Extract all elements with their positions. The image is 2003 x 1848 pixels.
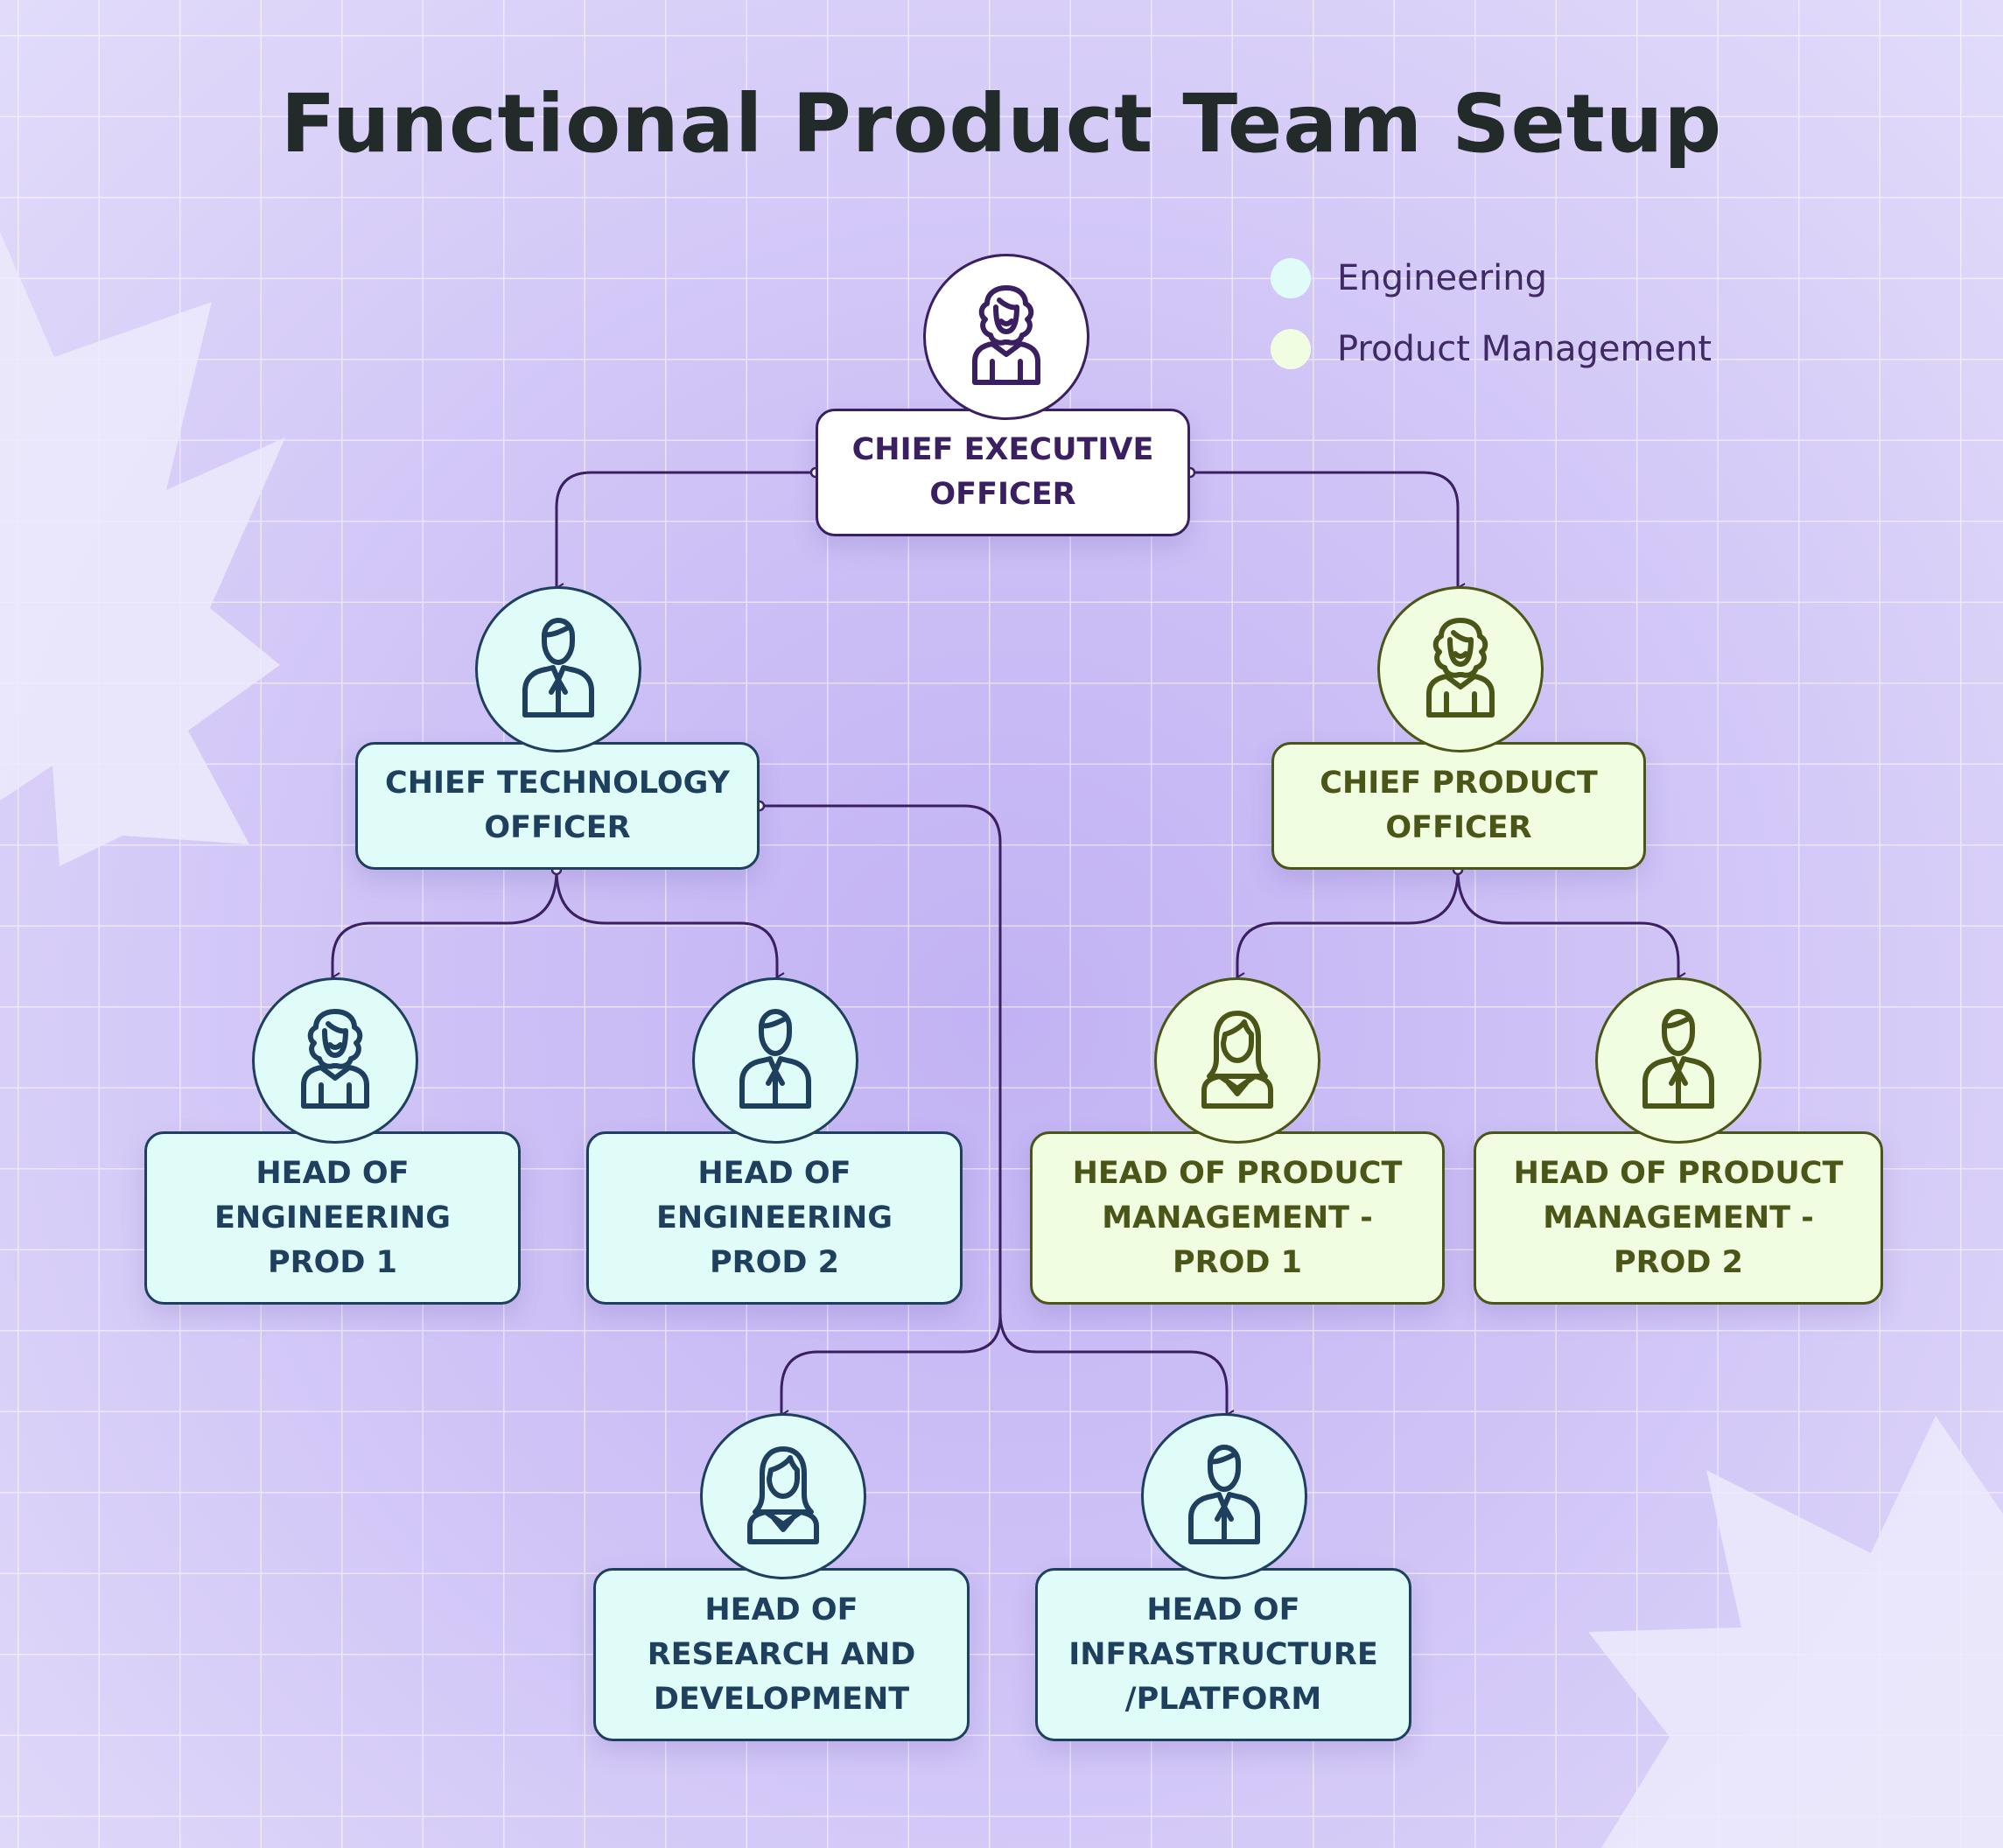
node-label-line: DEVELOPMENT [653,1681,910,1717]
node-ceo: CHIEF EXECUTIVE OFFICER [816,409,1190,536]
node-label: HEAD OF PRODUCT MANAGEMENT - PROD 1 [1073,1152,1403,1285]
legend-dot-product-management [1271,329,1311,369]
legend-dot-engineering [1271,258,1311,298]
connector-cpo-hopm1 [1237,869,1460,977]
man-icon [1188,1445,1260,1544]
node-hoe2: HEAD OF ENGINEERING PROD 2 [586,1131,963,1305]
connector-ceo-cpo [1190,471,1458,588]
connector-layer [333,466,1678,1415]
connector-cto-hoe1 [333,869,558,977]
node-hord: HEAD OF RESEARCH AND DEVELOPMENT [593,1568,970,1741]
node-label-line: ENGINEERING [655,1200,893,1236]
node-label-line: /PLATFORM [1124,1681,1322,1717]
node-label: HEAD OF PRODUCT MANAGEMENT - PROD 2 [1514,1152,1844,1285]
man-icon [1642,1009,1714,1109]
node-label-line: OFFICER [929,477,1076,512]
node-hopm2: HEAD OF PRODUCT MANAGEMENT - PROD 2 [1474,1131,1883,1305]
node-hopm1: HEAD OF PRODUCT MANAGEMENT - PROD 1 [1030,1131,1445,1305]
node-label-line: HEAD OF PRODUCT [1513,1155,1844,1191]
connector-cto-hoinfra [998,1312,1227,1415]
avatar-hoe2 [692,977,858,1144]
woman-curly-hair-icon [1426,618,1495,718]
node-label-line: PROD 1 [268,1244,397,1280]
connector-cto-hord [760,804,1002,1415]
node-hoe1: HEAD OF ENGINEERING PROD 1 [144,1131,521,1305]
starburst-left-shape [0,232,285,866]
connector-cpo-hopm2 [1456,869,1678,977]
node-label: HEAD OF ENGINEERING PROD 1 [214,1152,451,1285]
avatar-hopm2 [1595,977,1761,1144]
node-label-line: PROD 1 [1173,1244,1302,1280]
node-label-line: CHIEF EXECUTIVE [851,432,1154,467]
node-label: HEAD OF RESEARCH AND DEVELOPMENT [648,1588,916,1722]
node-label: HEAD OF INFRASTRUCTURE/PLATFORM [1068,1588,1378,1722]
avatar-hoe1 [252,977,418,1144]
avatar-hopm1 [1154,977,1320,1144]
node-cpo: CHIEF PRODUCT OFFICER [1271,742,1646,870]
legend-label: Engineering [1337,258,1547,298]
node-label-line: HEAD OF [697,1155,851,1191]
node-label-line: RESEARCH AND [647,1636,916,1672]
connector-cto-hoe2 [555,869,777,977]
connector-ceo-cto [557,471,816,588]
node-label-line: HEAD OF PRODUCT [1072,1155,1403,1191]
node-label-line: ENGINEERING [214,1200,452,1236]
starburst-right-shape [1588,1416,2003,1848]
legend-item-product-management: Product Management [1271,323,1712,375]
node-label-line: PROD 2 [710,1244,839,1280]
avatar-ceo [923,254,1089,420]
node-label: HEAD OF ENGINEERING PROD 2 [656,1152,893,1285]
man-icon [739,1009,811,1109]
node-hoinfra: HEAD OF INFRASTRUCTURE/PLATFORM [1035,1568,1411,1741]
node-label: CHIEF EXECUTIVE OFFICER [852,428,1154,517]
node-cto: CHIEF TECHNOLOGY OFFICER [355,742,760,870]
node-label-line: HEAD OF [1146,1592,1300,1628]
avatar-hoinfra [1141,1413,1307,1579]
node-label: CHIEF PRODUCT OFFICER [1320,761,1597,850]
node-label-line: CHIEF TECHNOLOGY [385,766,730,801]
page-title: Functional Product Team Setup [280,77,1723,171]
man-icon [522,618,594,718]
avatar-hord [700,1413,866,1579]
avatar-cpo [1377,586,1544,752]
node-label: CHIEF TECHNOLOGY OFFICER [385,761,730,850]
legend-label: Product Management [1337,329,1712,369]
node-label-line: MANAGEMENT - [1102,1200,1373,1236]
woman-long-hair-icon [1201,1011,1273,1109]
woman-curly-hair-icon [972,285,1040,385]
node-label-line: INFRASTRUCTURE [1068,1636,1378,1672]
woman-curly-hair-icon [301,1009,369,1109]
node-label-line: HEAD OF [704,1592,858,1628]
node-label-line: PROD 2 [1614,1244,1743,1280]
node-label-line: CHIEF PRODUCT [1320,766,1598,801]
node-label-line: MANAGEMENT - [1543,1200,1814,1236]
node-label-line: OFFICER [484,810,631,845]
woman-long-hair-icon [747,1446,819,1544]
avatar-cto [475,586,641,752]
legend-item-engineering: Engineering [1271,252,1547,304]
node-label-line: OFFICER [1385,810,1532,845]
node-label-line: HEAD OF [256,1155,410,1191]
